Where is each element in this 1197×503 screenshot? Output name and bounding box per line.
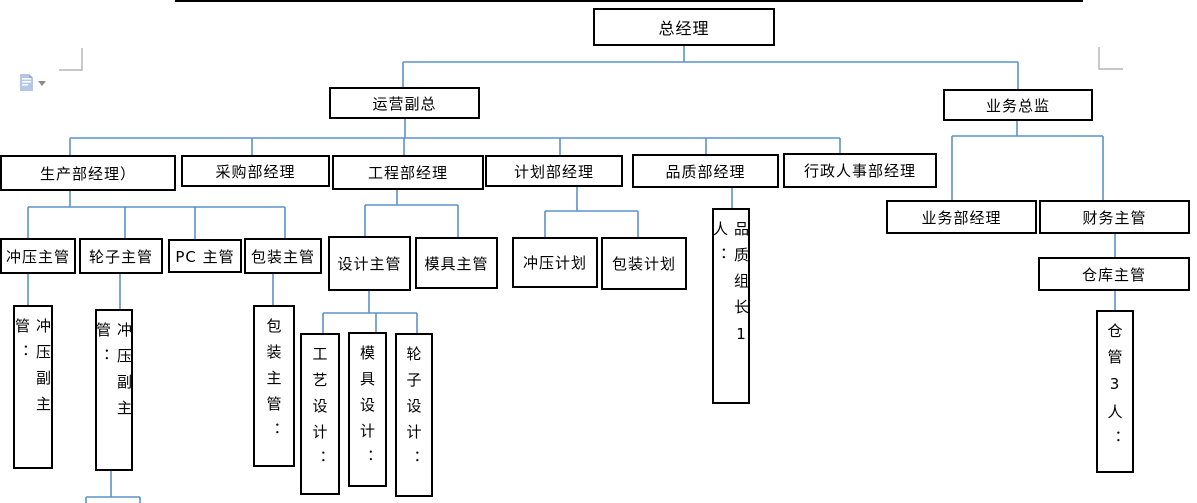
node-business-dept-manager[interactable]: 业务部经理 <box>886 200 1037 234</box>
node-general-manager[interactable]: 总经理 <box>593 8 775 46</box>
node-finance-supervisor[interactable]: 财务主管 <box>1039 200 1190 234</box>
node-stamping-deputy-supervisor-2[interactable]: 冲压副主管： <box>94 309 133 471</box>
text-boundary-mark-top-left <box>59 48 83 71</box>
chevron-down-icon <box>38 81 46 86</box>
node-stamping-deputy-supervisor-1[interactable]: 冲压副主管： <box>13 305 53 469</box>
node-wheel-supervisor[interactable]: 轮子主管 <box>79 238 163 274</box>
node-mold-supervisor[interactable]: 模具主管 <box>415 237 498 289</box>
node-wheel-design[interactable]: 轮子设计： <box>395 333 433 497</box>
clipboard-paste-icon <box>20 74 33 91</box>
node-warehouse-supervisor[interactable]: 仓库主管 <box>1038 257 1190 291</box>
node-packaging-supervisor[interactable]: 包装主管 <box>244 238 322 274</box>
node-process-design[interactable]: 工艺设计： <box>300 333 340 495</box>
node-packaging-planning[interactable]: 包装计划 <box>601 237 687 290</box>
node-packaging-supervisor-detail[interactable]: 包装主管： <box>253 305 295 467</box>
paste-options-button[interactable] <box>17 69 53 97</box>
node-production-dept-manager[interactable]: 生产部经理） <box>0 155 176 191</box>
node-business-director[interactable]: 业务总监 <box>943 89 1093 121</box>
node-quality-dept-manager[interactable]: 品质部经理 <box>632 154 779 188</box>
node-planning-dept-manager[interactable]: 计划部经理 <box>485 155 623 187</box>
node-admin-hr-dept-manager[interactable]: 行政人事部经理 <box>783 153 937 188</box>
node-engineering-dept-manager[interactable]: 工程部经理 <box>332 155 484 190</box>
node-stamping-planning[interactable]: 冲压计划 <box>512 237 598 288</box>
node-top-cutoff-box[interactable] <box>175 0 1083 2</box>
text-boundary-mark-top-right <box>1098 47 1123 70</box>
node-mold-design[interactable]: 模具设计： <box>348 332 387 487</box>
node-operations-vp[interactable]: 运营副总 <box>329 87 480 119</box>
node-purchasing-dept-manager[interactable]: 采购部经理 <box>181 155 330 187</box>
node-design-supervisor[interactable]: 设计主管 <box>328 236 411 291</box>
node-pc-supervisor[interactable]: PC 主管 <box>168 239 242 273</box>
node-stamping-supervisor[interactable]: 冲压主管 <box>0 238 76 274</box>
node-warehouse-keepers[interactable]: 仓管3人： <box>1096 310 1134 473</box>
node-quality-group-leader[interactable]: 品质组长1人： <box>711 208 750 404</box>
